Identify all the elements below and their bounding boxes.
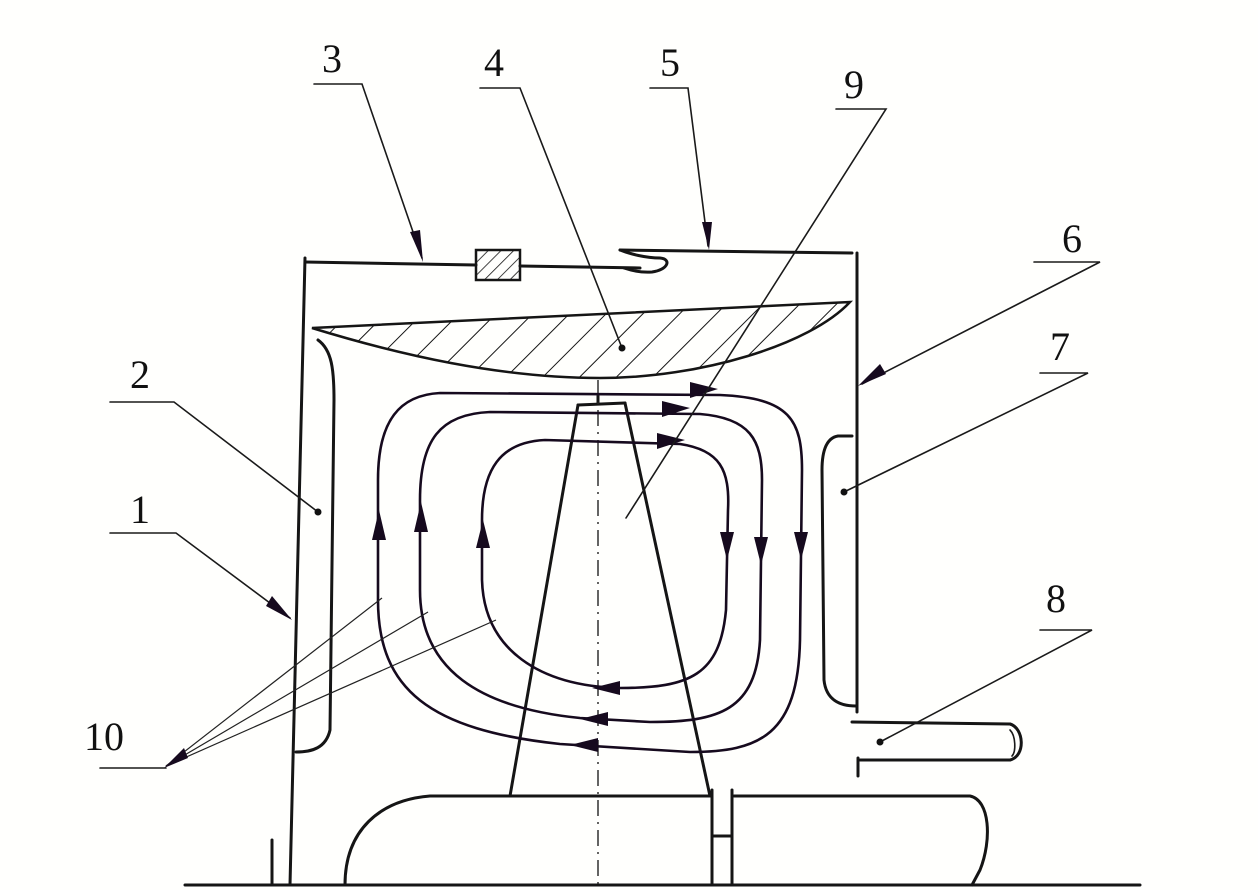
vault-shape: [311, 300, 854, 380]
leader-7: [843, 372, 1089, 493]
callout-7: 7: [1050, 324, 1070, 369]
top-fitting: [474, 248, 669, 282]
base-assembly: [183, 788, 1142, 887]
arrow-outer-right: [794, 532, 808, 560]
leader-5-arrow: [702, 222, 712, 250]
top-plug: [474, 248, 522, 282]
callout-5: 5: [660, 40, 680, 85]
arrow-middle-top: [662, 401, 690, 417]
arrow-outer-left: [372, 510, 386, 540]
arrow-middle-left: [414, 502, 428, 532]
callout-3: 3: [322, 36, 342, 81]
arrow-inner-bottom: [592, 681, 620, 695]
pipe-top: [850, 720, 1012, 726]
leader-2-dot: [314, 508, 322, 516]
hearth-right: [732, 794, 989, 887]
inner-loop: [480, 438, 730, 690]
arrow-inner-top: [657, 433, 685, 449]
callout-labels: 1 2 3 4 5 9 6 7 8 10: [84, 36, 1082, 759]
hatched-vault: [311, 300, 854, 380]
chamber-walls: [288, 248, 860, 887]
leader-lines: [99, 83, 1101, 769]
hearth-left: [343, 794, 714, 887]
leader-1: [109, 532, 291, 619]
arrow-inner-right: [720, 532, 734, 560]
arrow-middle-bottom: [580, 712, 608, 726]
leader-3-arrow: [410, 230, 423, 262]
callout-4: 4: [484, 40, 504, 85]
arrow-outer-bottom: [570, 738, 598, 752]
outer-loop: [376, 391, 804, 754]
cone-top: [576, 401, 627, 407]
pipe-end: [1008, 722, 1023, 762]
leader-8-dot: [876, 738, 884, 746]
leader-6: [861, 261, 1101, 385]
arrow-outer-top: [690, 382, 718, 398]
arrow-inner-left: [476, 520, 490, 548]
callout-9: 9: [844, 62, 864, 107]
arrow-middle-right: [754, 537, 768, 565]
leader-9: [625, 108, 888, 519]
top-wall-left: [303, 260, 478, 267]
callout-10: 10: [84, 714, 124, 759]
leader-3: [313, 83, 423, 259]
leader-6-arrow: [858, 364, 886, 386]
leader-10-c: [165, 619, 497, 767]
top-wall-middle: [518, 264, 642, 270]
cone-left: [508, 403, 580, 798]
circulation-loops: [372, 382, 808, 754]
left-baffle-outline: [294, 338, 336, 754]
right-baffle-outline: [820, 434, 858, 708]
leader-5: [649, 87, 709, 247]
callout-6: 6: [1062, 216, 1082, 261]
outlet-pipe: [850, 720, 1023, 762]
central-cone: [508, 380, 712, 885]
leader-7-dot: [840, 488, 848, 496]
middle-loop: [418, 410, 764, 724]
top-wall-right: [618, 248, 854, 255]
callout-1: 1: [130, 487, 150, 532]
leader-2: [109, 401, 319, 513]
leader-1-arrow: [266, 596, 292, 620]
callout-8: 8: [1046, 576, 1066, 621]
left-baffle: [294, 338, 336, 754]
leader-10-b: [165, 611, 429, 767]
leader-10-a: [165, 597, 383, 767]
leader-10-arrow: [164, 748, 188, 768]
cone-right: [623, 401, 712, 798]
top-hook: [618, 248, 669, 274]
callout-2: 2: [130, 352, 150, 397]
pipe-end-inner: [1009, 729, 1016, 757]
leader-4-dot: [618, 344, 626, 352]
leader-4: [479, 87, 623, 349]
right-baffle: [820, 434, 858, 708]
leader-8: [879, 629, 1093, 743]
left-wall: [288, 256, 307, 887]
